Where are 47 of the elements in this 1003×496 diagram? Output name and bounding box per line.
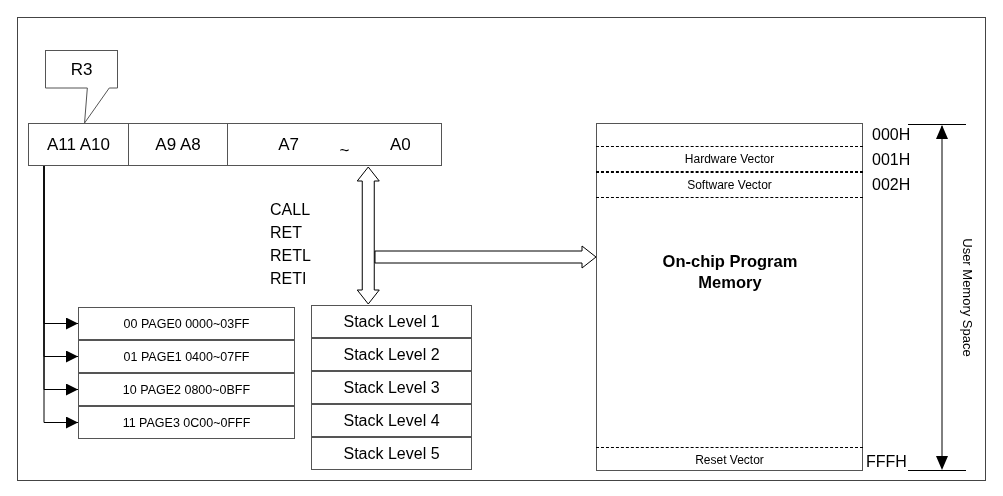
node-text: A0 bbox=[389, 134, 411, 155]
node-text: Stack Level 4 bbox=[343, 411, 440, 430]
register-field bbox=[28, 123, 129, 166]
page-row bbox=[78, 340, 295, 373]
address-label: 002H bbox=[872, 176, 911, 194]
address-label: FFFH bbox=[866, 453, 907, 471]
node-text: 11 PAGE3 0C00~0FFF bbox=[122, 415, 251, 430]
address-label: 001H bbox=[872, 151, 911, 169]
stack-level-box bbox=[311, 338, 472, 371]
instruction-label: RET bbox=[270, 224, 302, 242]
hollow-arrow bbox=[374, 245, 597, 269]
register-field bbox=[227, 123, 442, 166]
node-text: 00 PAGE0 0000~03FF bbox=[123, 316, 250, 331]
stack-level-box bbox=[311, 305, 472, 338]
node-text: A9 A8 bbox=[155, 134, 201, 155]
stack-level-box bbox=[311, 371, 472, 404]
node-text: ~ bbox=[339, 140, 350, 161]
node-text: Stack Level 5 bbox=[343, 444, 440, 463]
node-text: Software Vector bbox=[687, 178, 772, 192]
memory-region bbox=[596, 146, 863, 172]
memory-block bbox=[596, 123, 863, 471]
stack-level-box bbox=[311, 404, 472, 437]
node-text: A7 bbox=[278, 134, 300, 155]
register-field bbox=[128, 123, 228, 166]
callout-box bbox=[45, 50, 118, 88]
node-text: 10 PAGE2 0800~0BFF bbox=[122, 382, 251, 397]
node-text: Reset Vector bbox=[695, 452, 764, 467]
page-row bbox=[78, 373, 295, 406]
hollow-arrow bbox=[356, 166, 380, 305]
node-text: Stack Level 3 bbox=[343, 378, 440, 397]
address-label: 000H bbox=[872, 126, 911, 144]
memory-title: On-chip Program Memory bbox=[661, 251, 799, 294]
node-text: Stack Level 1 bbox=[343, 312, 440, 331]
node-text: Stack Level 2 bbox=[343, 345, 440, 364]
memory-region bbox=[596, 172, 863, 198]
instruction-label: RETL bbox=[270, 247, 311, 265]
stack-level-box bbox=[311, 437, 472, 470]
page-row bbox=[78, 406, 295, 439]
axis-label: User Memory Space bbox=[959, 237, 975, 358]
node-text: A11 A10 bbox=[47, 134, 110, 155]
instruction-label: CALL bbox=[270, 201, 311, 219]
node-text: Hardware Vector bbox=[684, 152, 775, 166]
node-text: R3 bbox=[70, 59, 93, 80]
node-text: 01 PAGE1 0400~07FF bbox=[123, 349, 250, 364]
callout-pointer bbox=[84, 87, 110, 124]
page-row bbox=[78, 307, 295, 340]
instruction-label: RETI bbox=[270, 270, 307, 288]
